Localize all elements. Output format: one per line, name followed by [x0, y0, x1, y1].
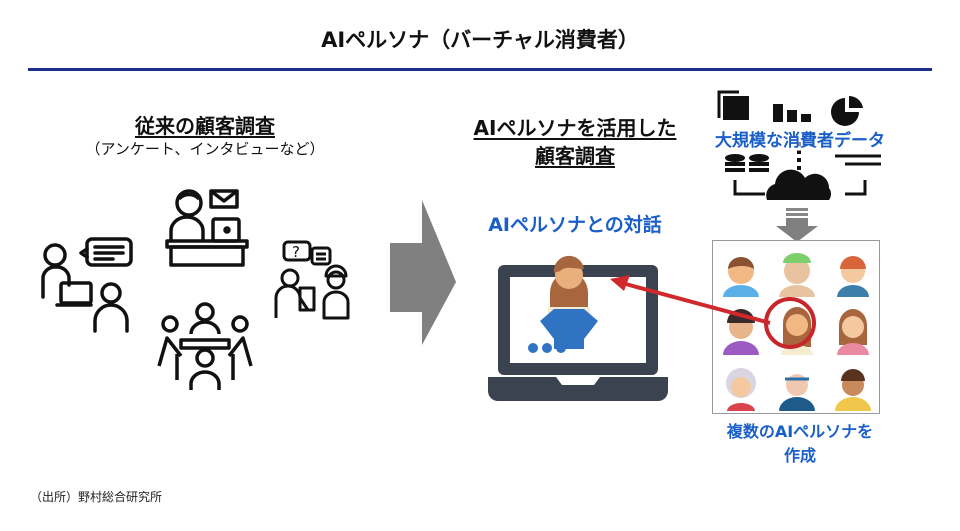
persona-avatar-5: [781, 307, 813, 355]
traditional-survey-subheading: （アンケート、インタビューなど）: [85, 140, 325, 158]
persona-avatar-8: [779, 374, 815, 411]
title-divider: [28, 68, 932, 71]
traditional-survey-heading: 従来の顧客調査: [60, 110, 350, 139]
persona-avatar-1: [723, 257, 759, 297]
email-survey-icon: [165, 189, 249, 267]
persona-grid: [712, 240, 880, 414]
interview-icon: [41, 237, 133, 333]
ai-survey-heading: AIペルソナを活用した 顧客調査: [455, 114, 695, 170]
persona-avatar-3: [837, 256, 869, 297]
selected-persona-highlight: [610, 275, 816, 349]
traditional-survey-heading-text: 従来の顧客調査: [135, 114, 275, 138]
source-note: （出所）野村総合研究所: [30, 490, 163, 504]
create-personas-label: 複数のAIペルソナを 作成: [700, 420, 900, 468]
ai-survey-heading-line2: 顧客調査: [535, 144, 615, 168]
persona-avatar-6: [837, 309, 869, 355]
create-personas-line1: 複数のAIペルソナを: [726, 422, 874, 441]
consumer-data-label: 大規模な消費者データ: [700, 126, 900, 151]
persona-avatar-2: [779, 253, 815, 297]
group-discussion-icon: [157, 302, 253, 390]
consumer-data-icon: [717, 90, 881, 200]
field-survey-icon: ?: [274, 240, 350, 320]
svg-text:?: ?: [292, 243, 300, 261]
ai-dialog-label: AIペルソナとの対話: [488, 214, 662, 236]
persona-avatar-9: [835, 369, 871, 411]
persona-avatar-7: [726, 368, 756, 411]
create-personas-line2: 作成: [783, 446, 816, 465]
ai-survey-heading-line1: AIペルソナを活用した: [473, 116, 677, 140]
transition-arrow: [390, 200, 456, 345]
page-title: AIペルソナ（バーチャル消費者）: [321, 28, 639, 52]
laptop-chat-icon: [488, 255, 668, 401]
down-arrow: [776, 208, 818, 242]
